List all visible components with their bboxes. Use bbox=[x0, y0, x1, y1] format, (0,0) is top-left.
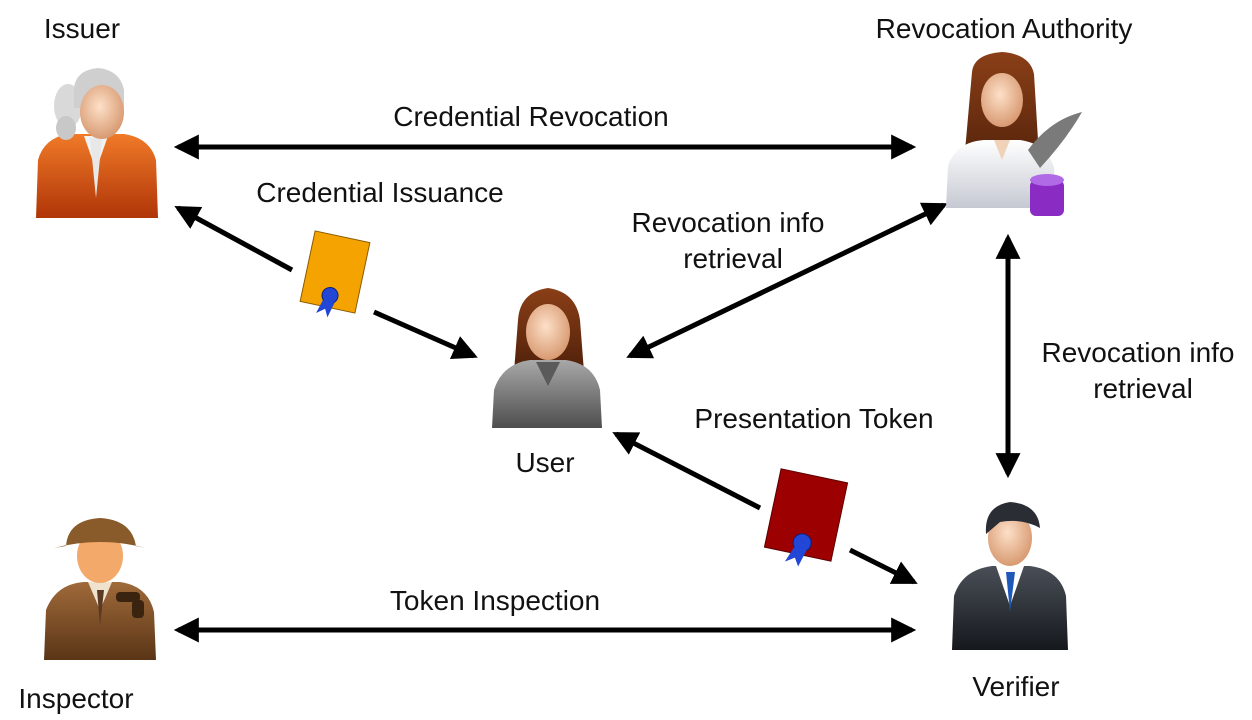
credential-certificate-icon bbox=[299, 230, 371, 318]
user-avatar-icon bbox=[492, 288, 602, 428]
inspector-label: Inspector bbox=[18, 683, 133, 714]
credential-issuance-arrow-upper bbox=[174, 205, 294, 273]
revocation-authority-avatar-icon bbox=[946, 52, 1082, 216]
presentation-token-certificate-icon bbox=[763, 468, 849, 567]
verifier-label: Verifier bbox=[972, 671, 1059, 702]
token-inspection-label: Token Inspection bbox=[390, 585, 600, 616]
verifier-revocation-info-label-line1: Revocation info bbox=[1041, 337, 1234, 368]
verifier-revocation-info-label-line2: retrieval bbox=[1093, 373, 1193, 404]
presentation-token-arrow-upper bbox=[612, 431, 762, 511]
user-revocation-info-label-line2: retrieval bbox=[683, 243, 783, 274]
revocation-authority-label: Revocation Authority bbox=[876, 13, 1133, 44]
user-label: User bbox=[515, 447, 574, 478]
issuer-avatar-icon bbox=[36, 68, 158, 218]
credential-revocation-label: Credential Revocation bbox=[393, 101, 669, 132]
user-revocation-info-label-line1: Revocation info bbox=[631, 207, 824, 238]
issuer-label: Issuer bbox=[44, 13, 120, 44]
presentation-token-arrow-lower bbox=[848, 547, 918, 585]
presentation-token-label: Presentation Token bbox=[694, 403, 933, 434]
verifier-avatar-icon bbox=[952, 502, 1068, 650]
user-revocation-info-arrow bbox=[626, 202, 948, 359]
credential-issuance-label: Credential Issuance bbox=[256, 177, 503, 208]
inspector-avatar-icon bbox=[44, 518, 156, 660]
credential-issuance-arrow-lower bbox=[372, 309, 478, 360]
arrows bbox=[173, 134, 1021, 643]
